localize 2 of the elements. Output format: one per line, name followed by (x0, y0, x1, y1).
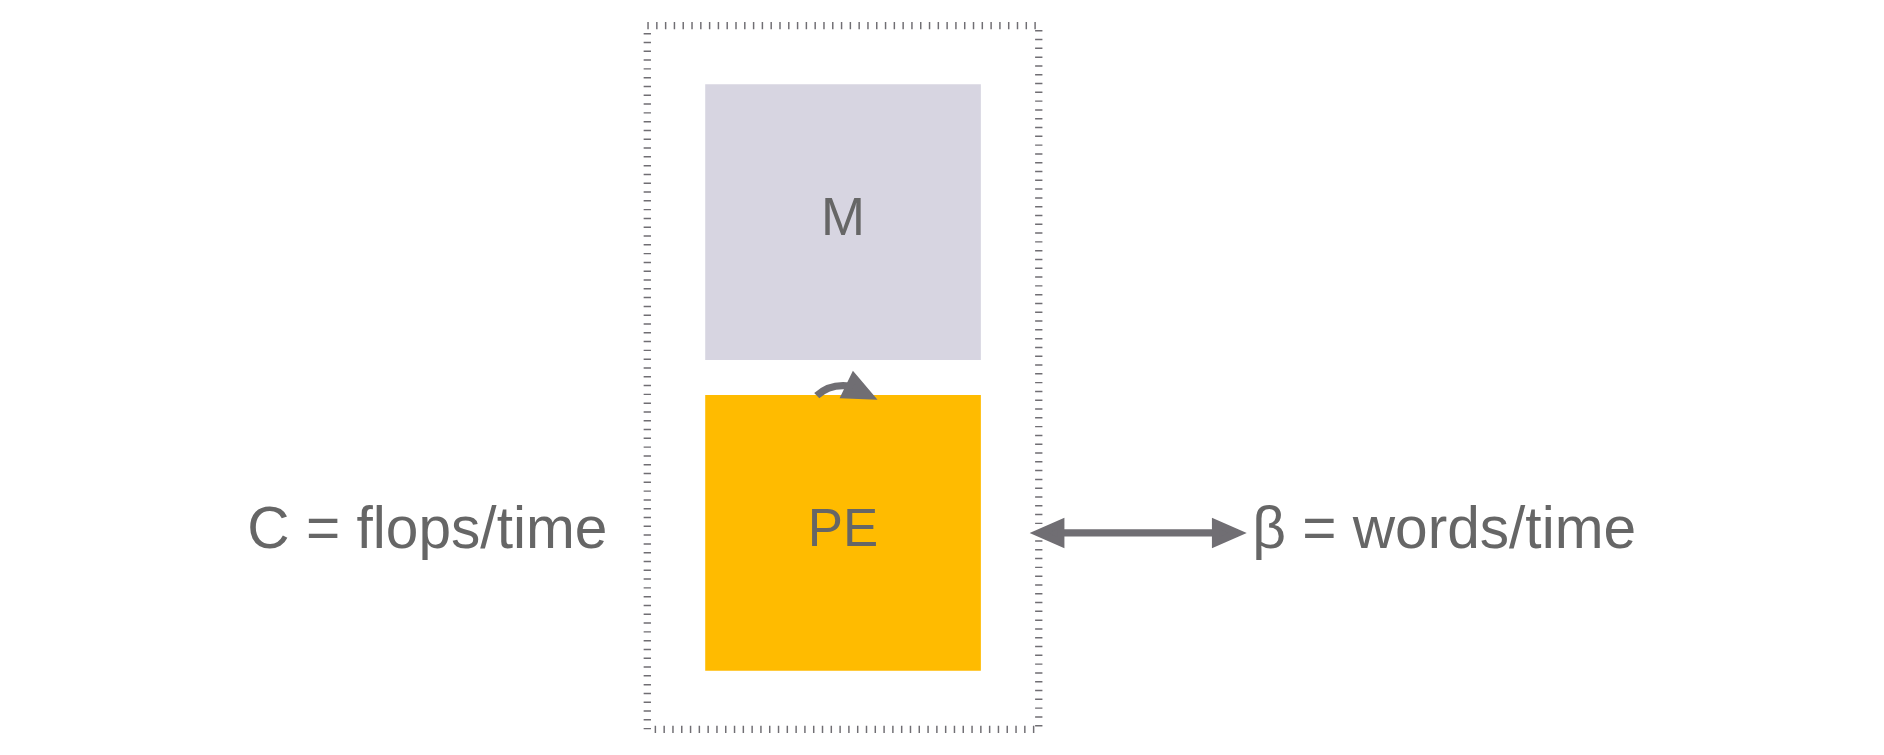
label: C = flops/time (247, 494, 608, 560)
node-text: β = words/time (1252, 494, 1637, 560)
